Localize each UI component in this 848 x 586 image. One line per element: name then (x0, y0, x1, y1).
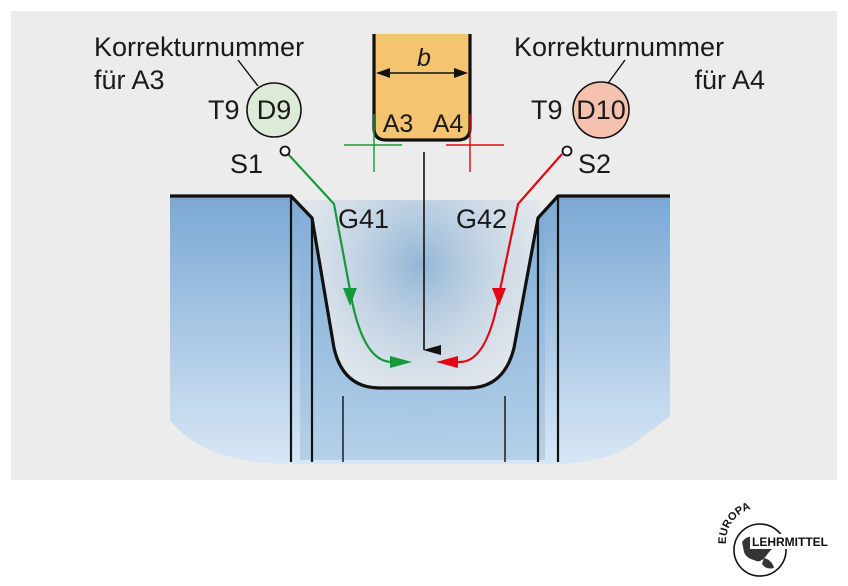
path-g42 (436, 153, 563, 368)
d-number-right: D10 (576, 95, 626, 125)
tool-number-left: T9 (208, 95, 240, 125)
s2-label: S2 (578, 149, 611, 179)
milling-tool: b A3 A4 (372, 34, 472, 142)
korrektur-left-line2: für A3 (94, 65, 165, 95)
europa-lehrmittel-logo: EUROPA LEHRMITTEL (717, 500, 838, 577)
g42-label: G42 (456, 204, 507, 234)
korrektur-right-line2: für A4 (694, 65, 765, 95)
edge-label-a3: A3 (383, 110, 414, 138)
logo-text-bottom: LEHRMITTEL (752, 535, 828, 549)
tool-number-right: T9 (531, 95, 563, 125)
width-label: b (417, 44, 431, 72)
d-number-left: D9 (257, 95, 292, 125)
g41-label: G41 (338, 204, 389, 234)
start-point-s2 (561, 145, 573, 157)
start-point-s1 (279, 145, 291, 157)
correction-callout-right: Korrekturnummer für A4 T9 D10 (514, 32, 765, 139)
path-g41 (287, 153, 412, 368)
korrektur-right-line1: Korrekturnummer (514, 32, 724, 62)
korrektur-left-line1: Korrekturnummer (94, 32, 304, 62)
workpiece (170, 194, 670, 464)
edge-label-a4: A4 (433, 110, 464, 138)
crosshair-a3 (344, 114, 402, 172)
correction-callout-left: Korrekturnummer für A3 T9 D9 (94, 32, 304, 138)
crosshair-a4 (446, 114, 504, 172)
s1-label: S1 (230, 149, 263, 179)
